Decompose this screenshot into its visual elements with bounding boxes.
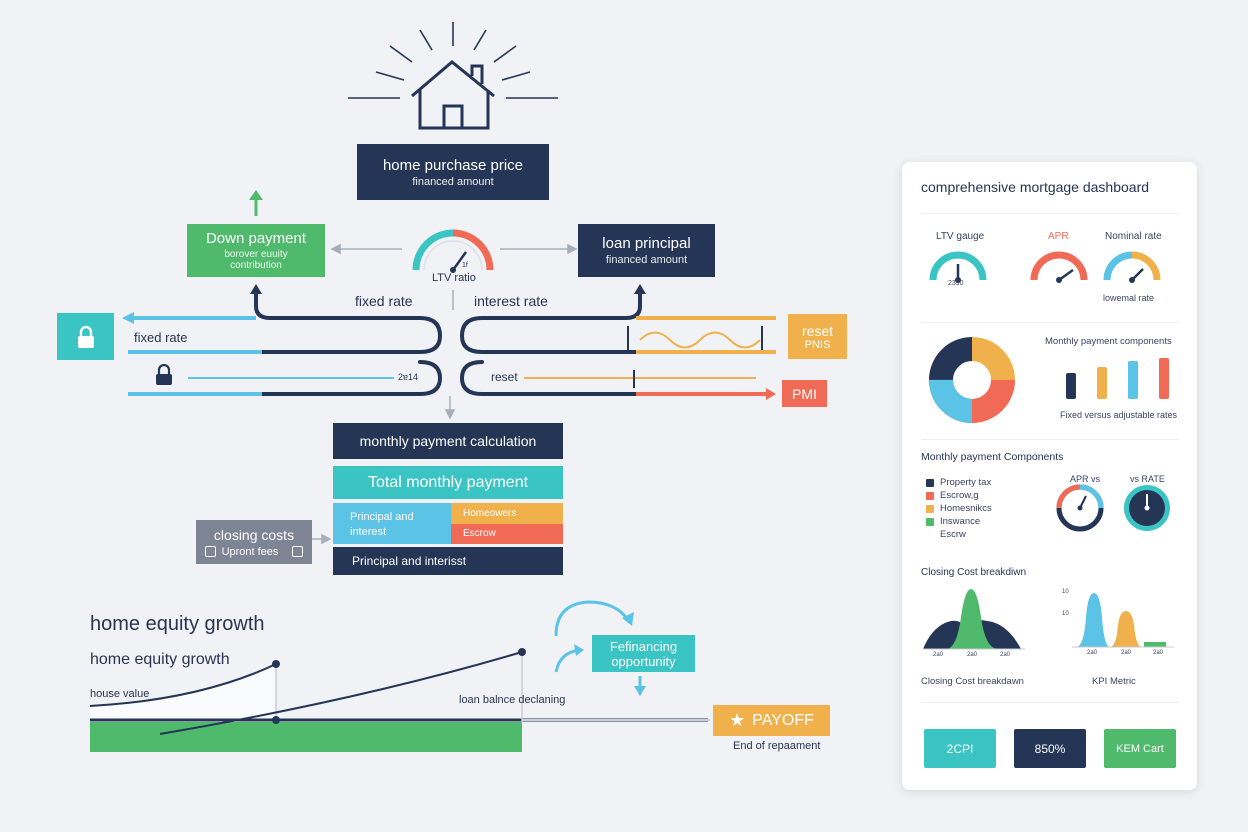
monthly-components-small-label: Monthly payment components — [1045, 336, 1172, 347]
equity-growth-chart — [89, 648, 710, 752]
kpi-button-3[interactable]: KEM Cart — [1104, 729, 1176, 768]
equity-title: home equity growth — [90, 613, 265, 635]
lock-box — [57, 313, 114, 360]
loan-principal-box: loan principal financed amount — [578, 224, 715, 277]
year-label: 2ɐ14 — [398, 372, 419, 382]
ltv-gauge-label: LTV gauge — [936, 231, 985, 242]
closing-area-chart — [923, 589, 1025, 650]
fixed-vs-adj-label: Fixed versus adjustable rates — [1060, 410, 1178, 420]
bar-fixed — [1066, 373, 1076, 399]
components-legend: Property tax Escrow,g Homesnikcs Inswanc… — [926, 476, 992, 541]
vs-rate-label: vs RATE — [1130, 474, 1165, 484]
escrow-block: Escrow — [451, 524, 563, 544]
pmi-box: PMI — [782, 380, 827, 407]
fixed-rate-left-label: fixed rate — [134, 330, 188, 345]
bar-adjustable — [1097, 367, 1107, 399]
principal-interest-block: Principal and interest — [333, 503, 451, 544]
kpi-caption: KPI Metric — [1092, 676, 1136, 687]
lock-icon — [77, 325, 94, 348]
loan-balance-label: loan balnce declaning — [459, 694, 566, 706]
kpi-area-chart — [1072, 593, 1174, 648]
lowemal-label: lowemal rate — [1103, 293, 1155, 303]
ltv-dashboard-gauge — [929, 251, 987, 283]
apr-vs-gauge — [1056, 484, 1104, 532]
home-purchase-price-box: home purchase price financed amount — [357, 144, 549, 200]
doc-icon — [292, 546, 304, 557]
closing-heading: Closing Cost breakdiwn — [921, 567, 1027, 578]
payment-donut-chart — [929, 337, 1015, 423]
nominal-rate-label: Nominal rate — [1105, 231, 1162, 242]
interest-rate-label: interest rate — [474, 293, 548, 309]
apr-label: APR — [1048, 231, 1069, 242]
up-arrow-icon — [249, 190, 263, 216]
fixed-rate-center-label: fixed rate — [355, 293, 413, 309]
lock-small-icon — [156, 364, 172, 385]
closing-caption: Closing Cost breakdawn — [921, 676, 1024, 687]
ltv-ratio-label: LTV ratio — [432, 272, 476, 284]
end-of-repayment-label: End of repaament — [733, 740, 821, 752]
bar-fourth — [1159, 358, 1169, 399]
ltv-tick-label: 1f — [462, 262, 468, 269]
house-value-label: house value — [90, 688, 150, 700]
mortgage-dashboard-panel: comprehensive mortgage dashboard LTV gau… — [902, 162, 1197, 790]
dashboard-title: comprehensive mortgage dashboard — [921, 179, 1150, 195]
refinancing-box: Fefinancing opportunity — [592, 635, 695, 672]
apr-dashboard-gauge — [1030, 251, 1088, 283]
kpi-button-2[interactable]: 850% — [1014, 729, 1086, 768]
kpi-button-1[interactable]: 2CPI — [924, 729, 996, 768]
principal-interest-bar: Principal and interisst — [333, 547, 563, 575]
sun-rays-icon — [348, 22, 558, 99]
house-icon — [411, 60, 495, 130]
equity-subtitle: home equity growth — [90, 651, 230, 668]
down-payment-box: Down payment borover euuity contribution — [187, 224, 325, 277]
ltv-gauge — [412, 229, 494, 273]
nominal-dashboard-gauge — [1103, 251, 1161, 283]
reset-mid-label: reset — [491, 370, 518, 384]
total-monthly-payment-box: Total monthly payment — [333, 466, 563, 499]
components-heading: Monthly payment Components — [921, 451, 1064, 463]
bar-third — [1128, 361, 1138, 399]
vs-rate-gauge — [1124, 485, 1170, 531]
doc-icon — [204, 546, 216, 557]
star-icon: ★ — [729, 710, 746, 730]
monthly-payment-calculation-box: monthly payment calculation — [333, 423, 563, 459]
reset-box: reset PNIS — [788, 314, 847, 359]
homeowners-block: Homeowers — [451, 503, 563, 524]
apr-vs-label: APR vs — [1070, 474, 1101, 484]
payoff-box: ★ PAYOFF — [713, 705, 830, 736]
closing-costs-box: closing costs Upront fees — [196, 520, 312, 564]
